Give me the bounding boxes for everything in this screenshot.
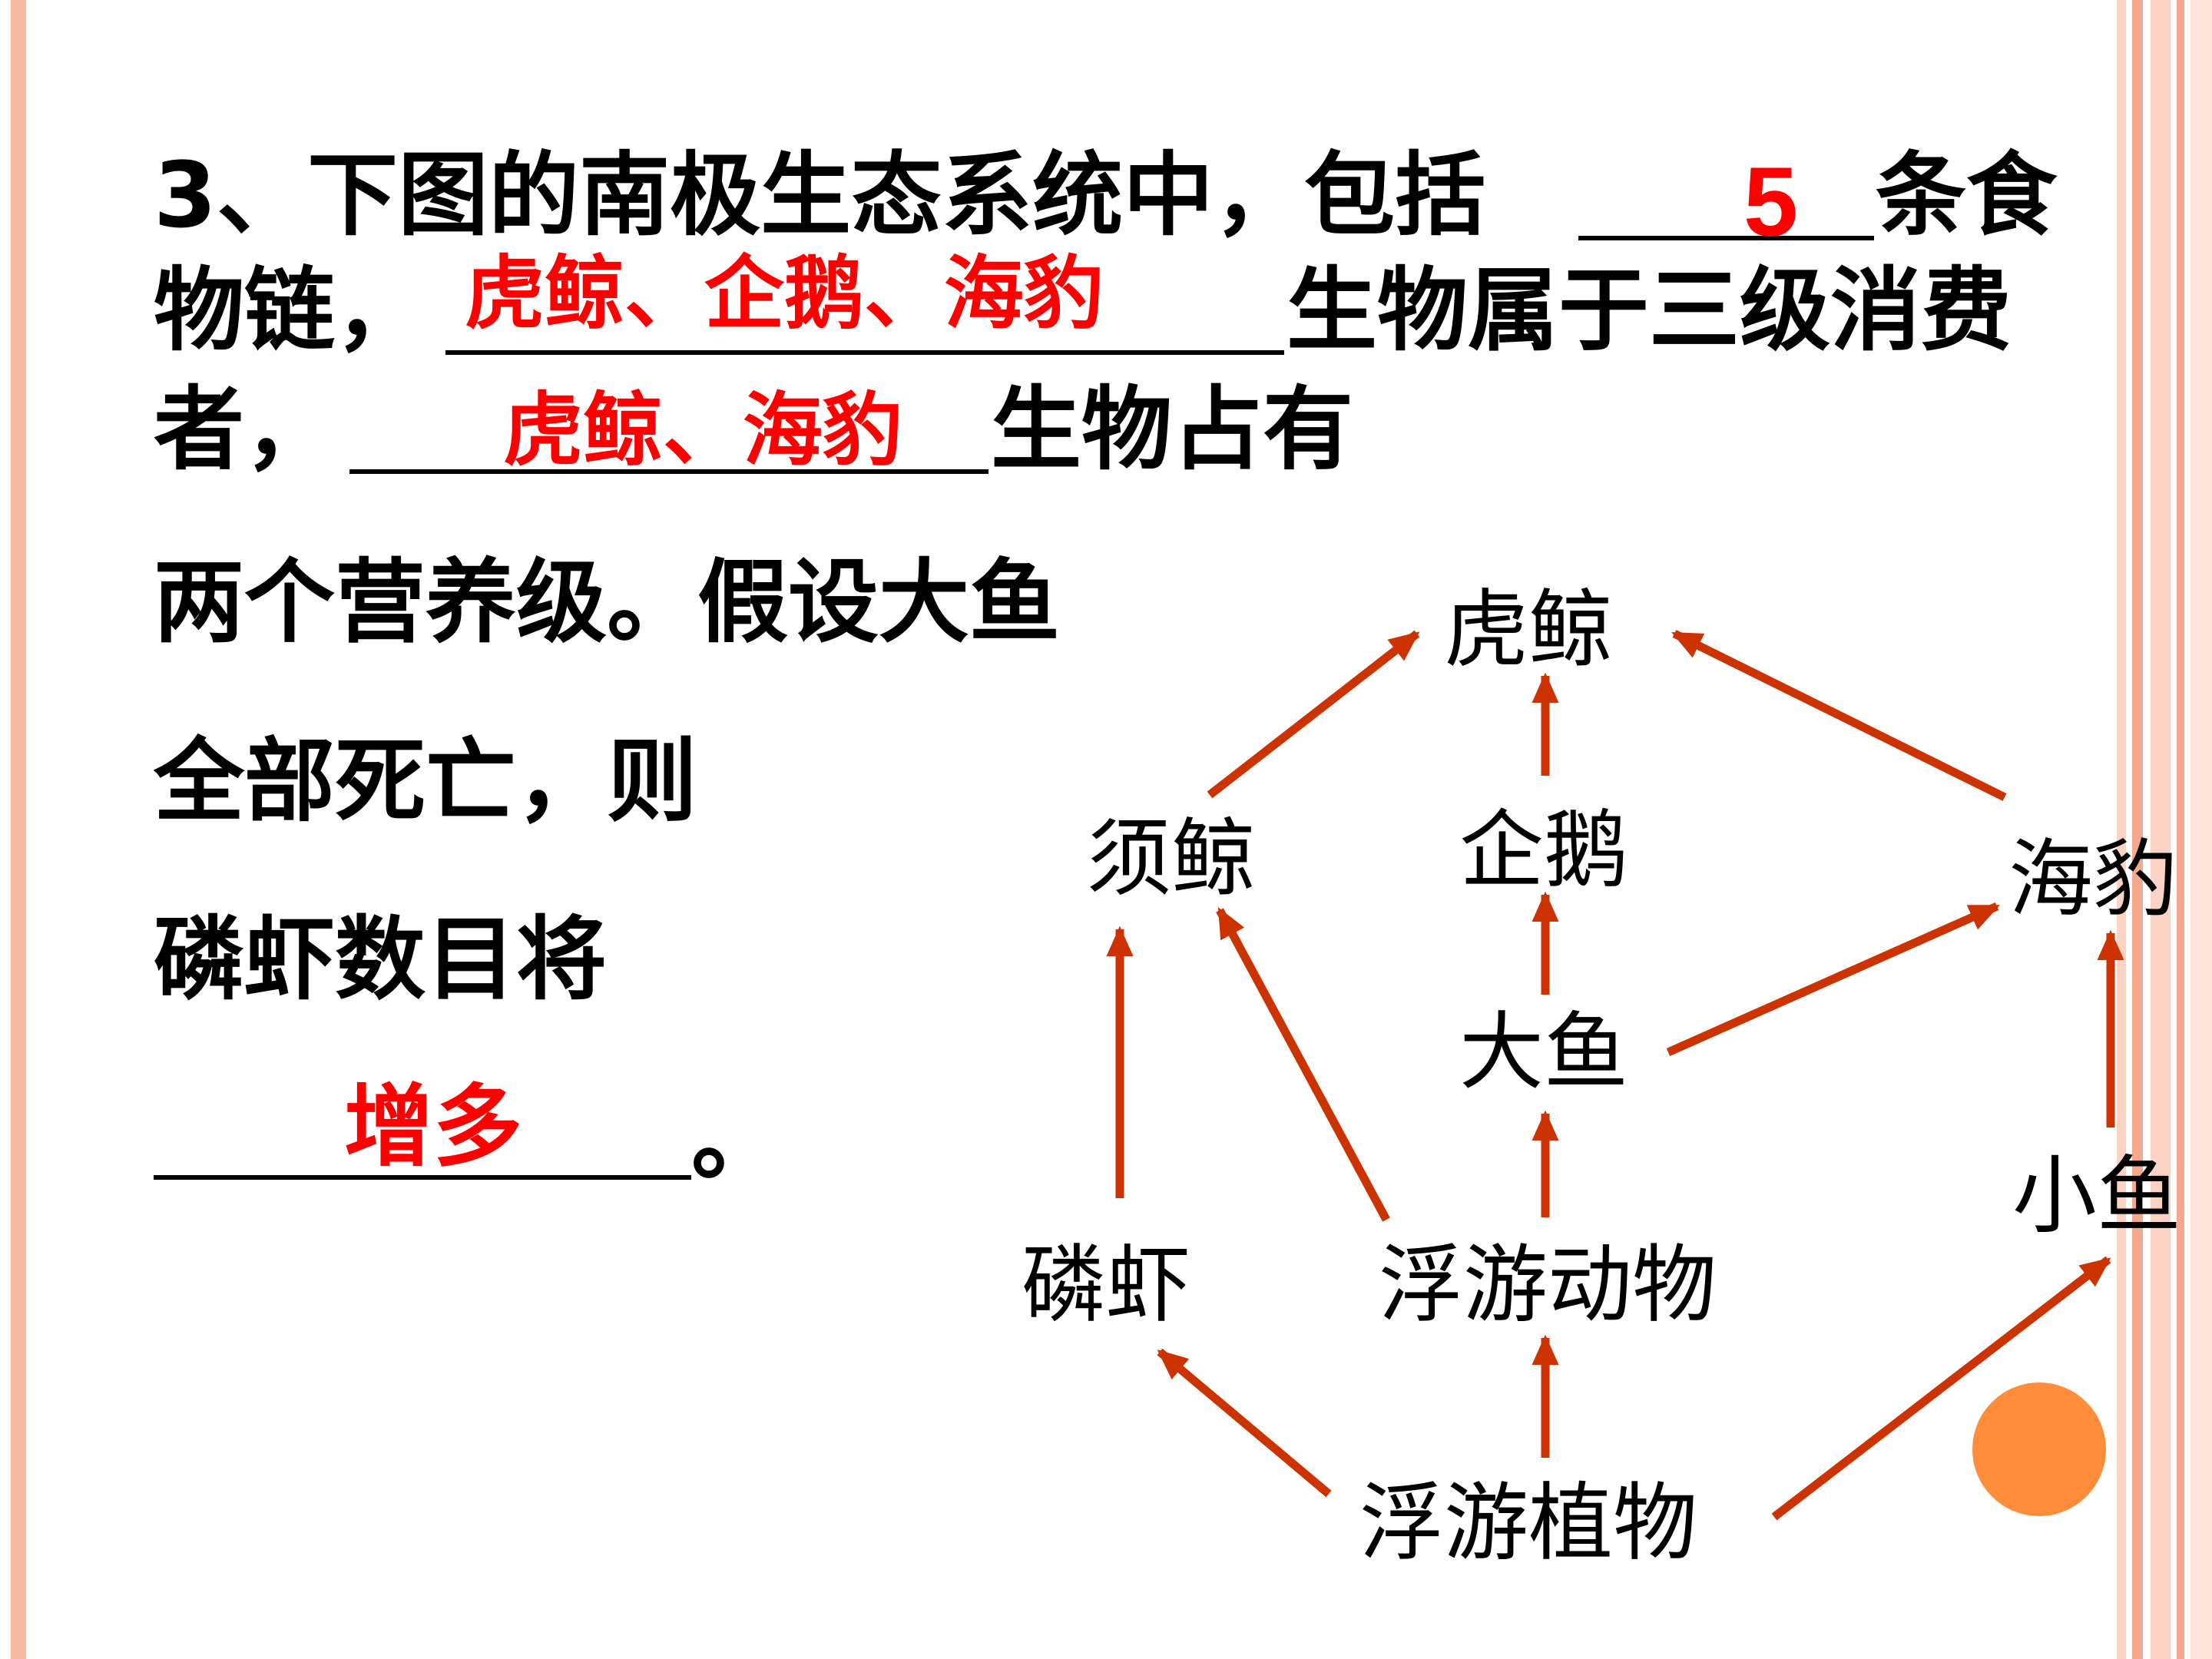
question-line-1b: 条食 <box>1876 142 2058 248</box>
node-phytoplankton: 浮游植物 <box>1359 1474 1697 1572</box>
left-border-stripe <box>11 0 26 1659</box>
arrow-seal-to-killer-whale <box>1671 630 2007 801</box>
question-line-3a: 者， <box>154 376 336 482</box>
question-line-1a: 3、下图的南极生态系统中，包括 <box>154 142 1486 248</box>
arrow-big-fish-to-seal <box>1666 902 2001 1057</box>
right-border-stripe-2 <box>2132 0 2143 1659</box>
decorative-circle <box>1972 1382 2106 1516</box>
question-line-2a: 物链， <box>154 257 426 363</box>
question-line-7-end: 。 <box>691 1087 783 1193</box>
blank-chain-count <box>1578 236 1874 240</box>
question-line-6: 磷虾数目将 <box>154 906 608 1012</box>
question-line-4: 两个营养级。假设大鱼 <box>154 549 1061 655</box>
arrow-phytoplankton-to-krill <box>1157 1348 1332 1498</box>
node-baleen-whale: 须鲸 <box>1087 810 1256 908</box>
right-border-stripe-5 <box>2190 0 2212 1659</box>
arrow-baleen-whale-to-killer-whale <box>1207 630 1420 799</box>
question-line-2b: 生物属于三级消费 <box>1286 257 2012 363</box>
node-seal: 海豹 <box>2008 830 2177 929</box>
blank-tertiary-consumers <box>445 350 1284 355</box>
node-small-fish: 小鱼 <box>2012 1147 2181 1245</box>
right-border-stripe-4 <box>2177 0 2184 1659</box>
right-border-stripe-3 <box>2151 0 2171 1659</box>
node-zooplankton: 浮游动物 <box>1379 1236 1717 1334</box>
answer-two-levels: 虎鲸、海豹 <box>503 383 903 477</box>
blank-krill-change <box>154 1175 691 1180</box>
right-border-stripe-1 <box>2117 0 2126 1659</box>
node-penguin: 企鹅 <box>1459 801 1628 899</box>
answer-chain-count: 5 <box>1743 147 1799 257</box>
answer-krill-change: 增多 <box>344 1075 522 1179</box>
node-krill: 磷虾 <box>1022 1236 1190 1334</box>
node-killer-whale: 虎鲸 <box>1444 581 1613 679</box>
blank-two-levels <box>349 469 988 474</box>
arrow-zooplankton-to-baleen-whale <box>1216 907 1390 1222</box>
question-line-3b: 生物占有 <box>991 376 1354 482</box>
node-big-fish: 大鱼 <box>1459 1003 1628 1101</box>
question-line-5: 全部死亡，则 <box>154 728 698 834</box>
arrow-phytoplankton-to-small-fish <box>1771 1256 2111 1521</box>
answer-tertiary-consumers: 虎鲸、企鹅、海豹 <box>465 247 1104 340</box>
